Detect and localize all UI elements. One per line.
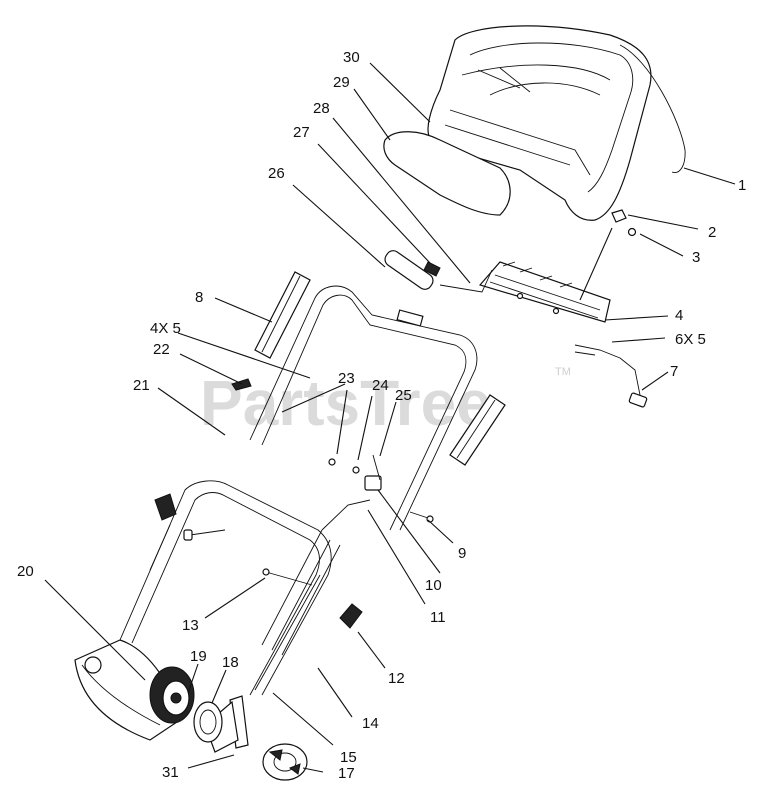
handle-grip-left [254,271,311,359]
upper-handle [249,285,478,531]
callout-23: 23 [338,370,355,387]
callout-27: 27 [293,124,310,141]
control-cable [574,344,648,408]
callout-21: 21 [133,377,150,394]
lower-handle-rods [254,499,371,691]
control-bar-assembly [478,261,611,323]
cable-clip [611,209,637,237]
rear-wheel-hub [149,666,195,724]
cable-guide-10 [364,454,382,491]
watermark-trademark: TM [555,366,571,378]
callout-11: 11 [430,609,446,626]
callout-labels: 1 2 3 4 6X 5 7 8 4X 5 22 21 23 24 25 26 … [17,49,746,782]
callout-4x5: 4X 5 [150,320,181,337]
cable-sleeve [384,250,493,293]
callout-7: 7 [670,363,678,380]
callout-15: 15 [340,749,357,766]
bolt-13 [262,568,313,586]
washers-23-24 [328,458,360,474]
callout-28: 28 [313,100,330,117]
callout-9: 9 [458,545,466,562]
callout-19: 19 [190,648,207,665]
callout-4: 4 [675,307,683,324]
callout-14: 14 [362,715,379,732]
rear-wheel [262,743,308,781]
callout-26: 26 [268,165,285,182]
callout-20: 20 [17,563,34,580]
callout-24: 24 [372,377,389,394]
rear-flap [383,131,511,216]
callout-13: 13 [182,617,199,634]
leader-lines [44,62,736,773]
handle-grip-right [449,394,506,466]
callout-30: 30 [343,49,360,66]
clip-22 [231,378,252,391]
carriage-bolt-lower [183,529,226,541]
callout-25: 25 [395,387,412,404]
callout-6x5: 6X 5 [675,331,706,348]
hubcap-ring [193,701,223,743]
mower-rear-housing [74,639,181,741]
wing-knob [339,603,363,629]
callout-3: 3 [692,249,700,266]
callout-8: 8 [195,289,203,306]
callout-17: 17 [338,765,355,782]
callout-18: 18 [222,654,239,671]
callout-29: 29 [333,74,350,91]
callout-31: 31 [162,764,179,781]
bag-rod [619,44,686,173]
callout-2: 2 [708,224,716,241]
bolt-9 [409,511,434,523]
handle-knob-upper [154,493,177,521]
callout-10: 10 [425,577,442,594]
callout-1: 1 [738,177,746,194]
watermark-text: PartsTree [200,367,492,439]
callout-22: 22 [153,341,170,358]
callout-12: 12 [388,670,405,687]
